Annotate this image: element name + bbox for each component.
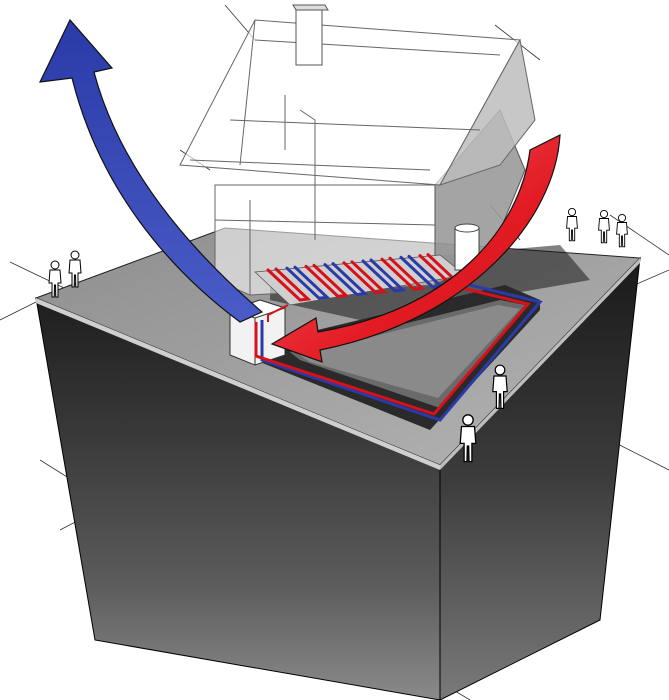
chimney (295, 4, 323, 66)
heat-out-arrow (38, 18, 264, 323)
floor-loop (342, 260, 388, 295)
house-roof-end (438, 38, 536, 186)
person-figure (68, 250, 82, 288)
person-figure (598, 209, 610, 244)
ground-edge-highlight (36, 298, 440, 470)
pipe-cold (260, 283, 543, 422)
collector-pipes (254, 283, 543, 422)
floor-heating-loops (254, 253, 466, 306)
pipe-floor-link (267, 304, 289, 322)
floor-loop (285, 265, 331, 300)
person-figure (48, 260, 62, 298)
floor-loop (361, 258, 407, 293)
person-figure (459, 414, 477, 463)
people-group (48, 207, 628, 463)
ground-edge-highlight-right (440, 258, 640, 470)
floor-loop (323, 262, 369, 297)
floor-loop (380, 256, 426, 291)
person-figure (492, 364, 508, 410)
person-figure (566, 207, 578, 242)
person-figure (616, 213, 628, 248)
pipe-hot (254, 286, 531, 416)
ground-collector-trench (255, 285, 540, 430)
floor-loop (399, 254, 445, 289)
heat-in-arrow (270, 133, 561, 363)
floor-loop (266, 267, 312, 302)
floor-loop (304, 263, 350, 298)
